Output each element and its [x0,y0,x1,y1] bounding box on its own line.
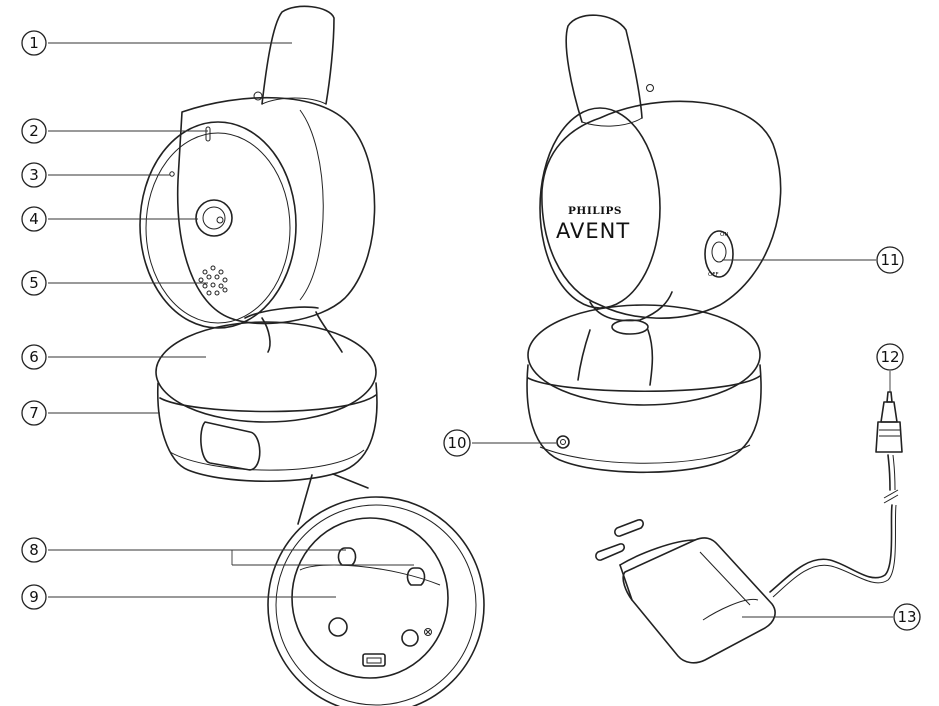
callout-4: 4 [21,206,47,232]
callout-1-label: 1 [29,34,39,52]
callout-2-label: 2 [29,122,39,140]
power-adapter [595,391,903,664]
callout-4-label: 4 [29,210,39,228]
base-underside-detail [267,473,485,706]
back-camera: PHILIPS AVENT ON OFF [526,14,782,474]
callout-9: 9 [21,584,47,610]
callout-8-label: 8 [29,541,39,559]
switch-off-label: OFF [708,272,719,278]
brand-avent: AVENT [556,219,630,243]
callout-3-label: 3 [29,166,39,184]
leader-lines [48,42,893,618]
callout-12-label: 12 [880,348,899,366]
callout-7-label: 7 [29,404,39,422]
callout-5: 5 [21,270,47,296]
callout-2: 2 [21,118,47,144]
callout-10-label: 10 [447,434,466,452]
callout-9-label: 9 [29,588,39,606]
switch-on-label: ON [720,232,728,238]
callout-3: 3 [21,162,47,188]
callout-7: 7 [21,400,47,426]
callout-13-label: 13 [897,608,916,626]
callout-6: 6 [21,344,47,370]
callout-12: 12 [876,343,904,371]
callout-13: 13 [893,603,921,631]
front-base [155,321,378,482]
back-base [526,304,762,474]
brand-philips: PHILIPS [568,205,622,217]
callout-1: 1 [21,30,47,56]
front-camera [139,5,378,482]
callout-6-label: 6 [29,348,39,366]
callout-5-label: 5 [29,274,39,292]
callout-8: 8 [21,537,47,563]
callout-10: 10 [443,429,471,457]
callout-11-label: 11 [880,251,899,269]
callout-11: 11 [876,246,904,274]
speaker-grille [198,265,228,296]
